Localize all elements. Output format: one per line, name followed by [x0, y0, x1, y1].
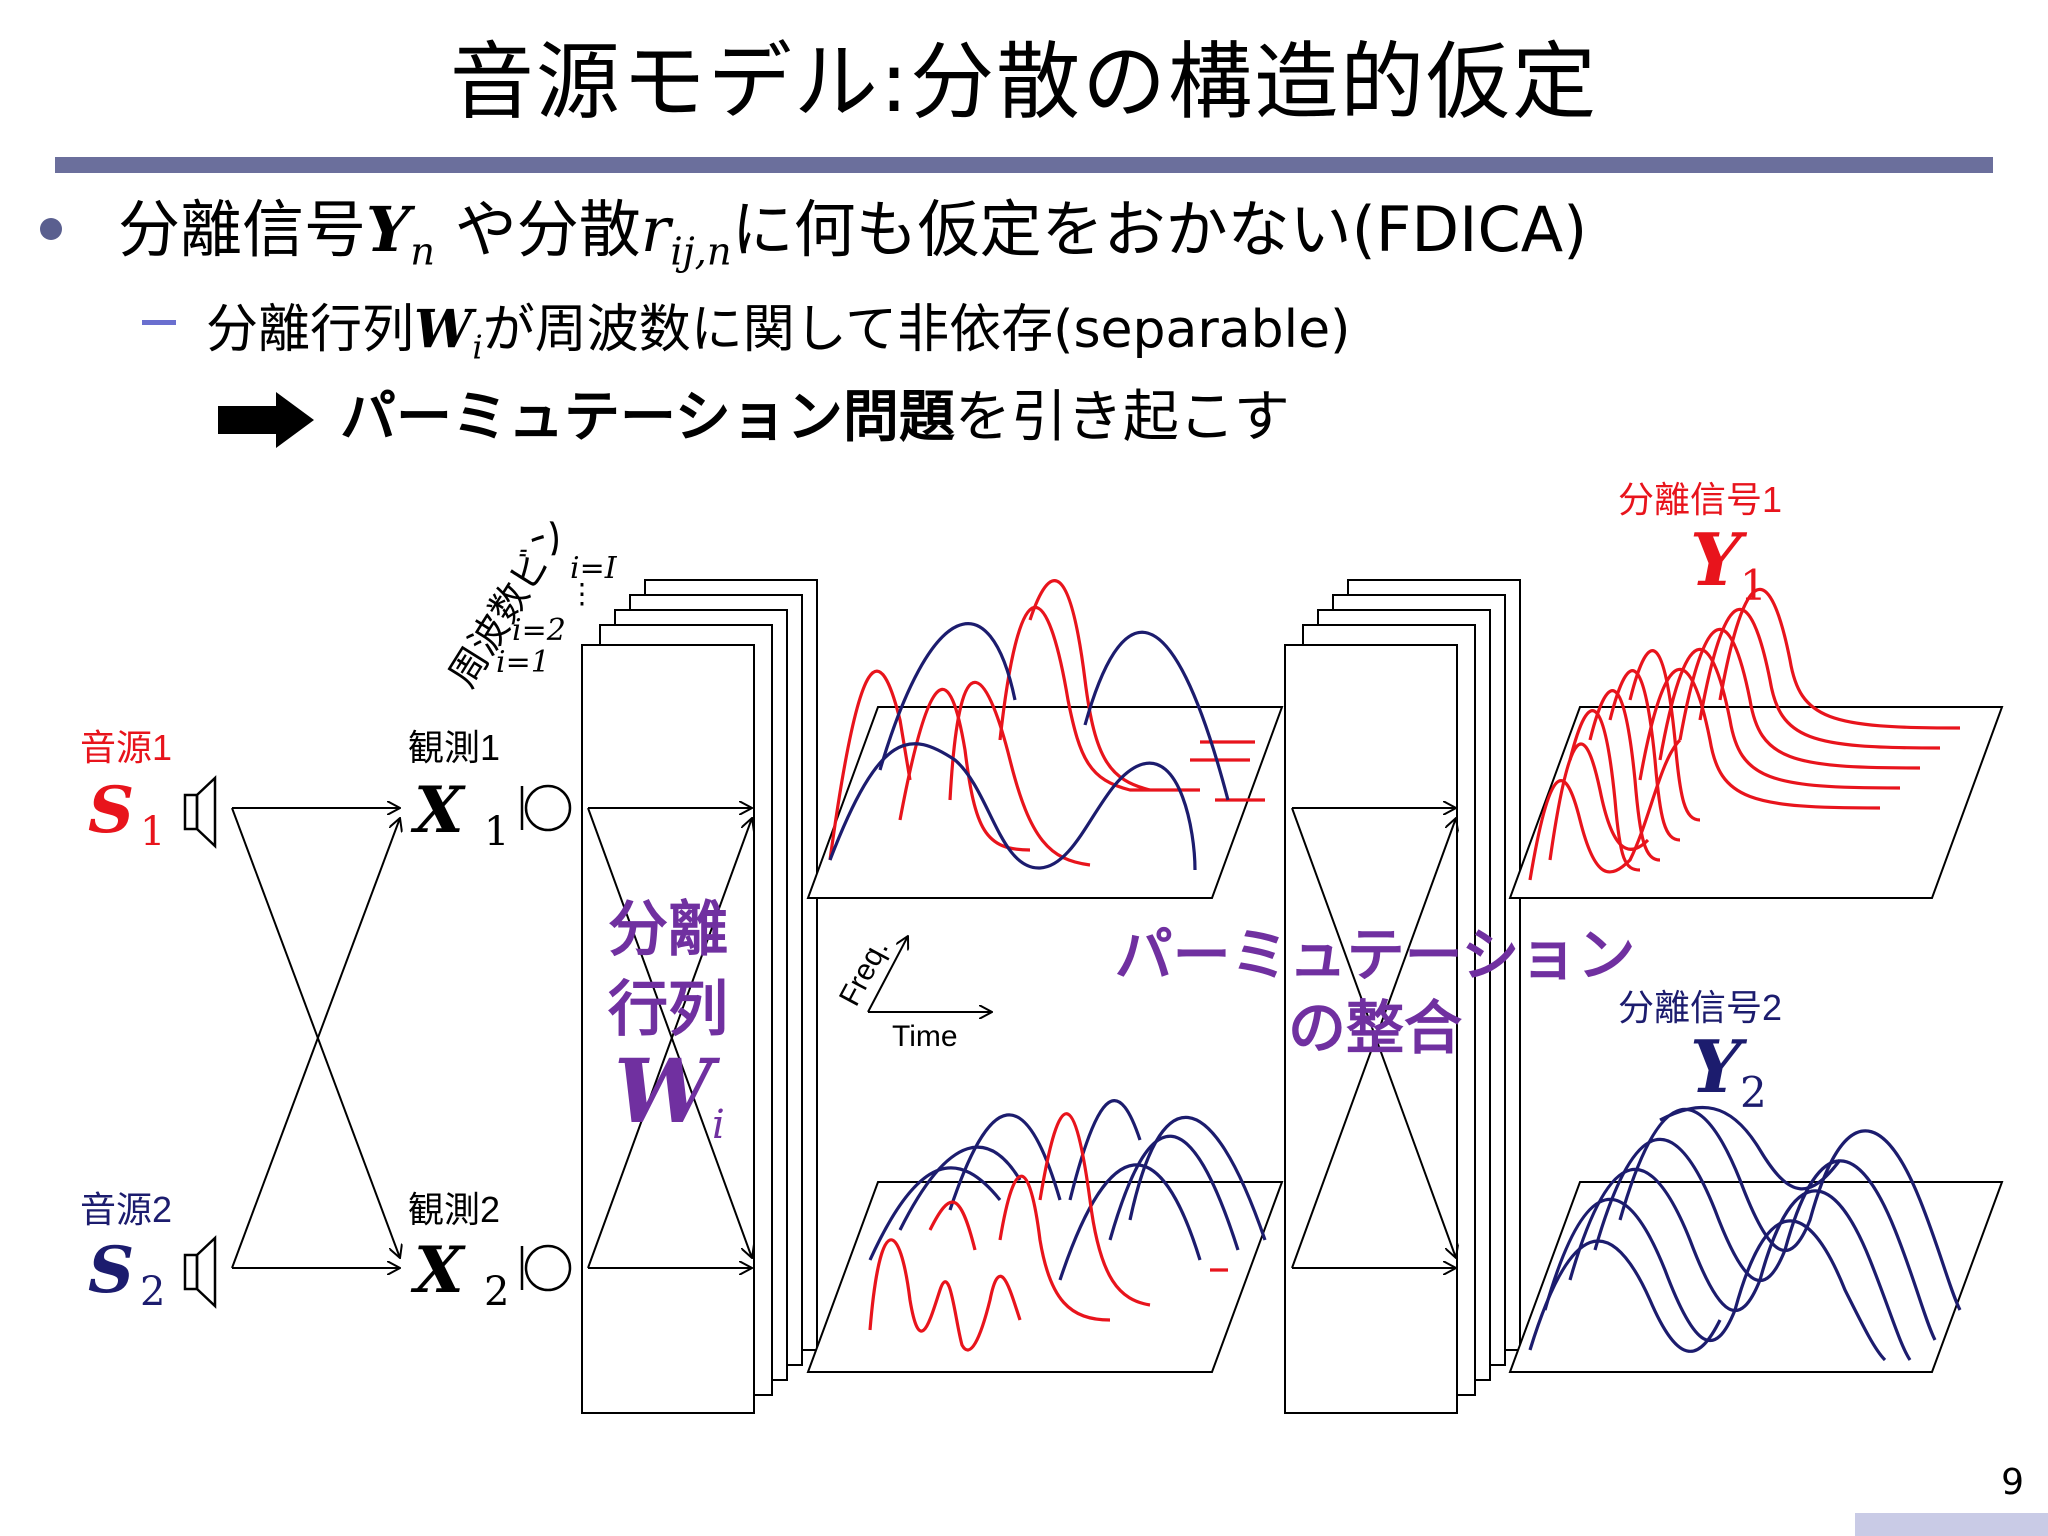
upper-output-plane — [806, 706, 1284, 899]
bullet1-pre: 分離信号 — [118, 193, 367, 266]
page-number: 9 — [2001, 1462, 2024, 1503]
obs1-label: 観測1 — [408, 727, 500, 768]
bullet-2: 分離行列Wiが周波数に関して非依存(separable) — [206, 296, 1350, 381]
y-subscript: n — [410, 229, 436, 275]
y2-symbol: Y — [1690, 1024, 1748, 1109]
bullet-1: 分離信号Yn や分散rij,nに何も仮定をおかない(FDICA) — [118, 190, 1587, 292]
microphone-icon — [520, 784, 572, 832]
sep-matrix-label-line2: 行列 — [608, 975, 728, 1045]
permutation-label-line1: パーミュテーション — [1115, 921, 1636, 989]
source1-subscript: 1 — [140, 809, 165, 855]
y-symbol: Y — [366, 193, 411, 266]
bin-dots: ⋮ — [568, 577, 596, 610]
obs1-symbol: X — [410, 773, 466, 848]
r-subscript: ij,n — [670, 229, 732, 275]
w-symbol: W — [414, 299, 473, 360]
unmixing-arrows — [587, 808, 752, 1268]
source2-label: 音源2 — [80, 1189, 172, 1230]
axis-time-label: Time — [892, 1020, 958, 1053]
microphone-icon — [520, 1244, 572, 1292]
upper-output-curves — [828, 579, 1265, 871]
y1-label: 分離信号1 — [1618, 479, 1782, 520]
source1-symbol: S — [88, 773, 134, 848]
source2-subscript: 2 — [140, 1269, 165, 1315]
speaker-icon — [183, 1235, 217, 1309]
obs2-label: 観測2 — [408, 1189, 500, 1230]
right-arrow-icon — [218, 392, 314, 448]
sep-matrix-subscript: i — [712, 1102, 725, 1148]
title-underline — [55, 157, 1993, 173]
axis-indicator — [867, 936, 992, 1012]
bullet2-pre: 分離行列 — [206, 300, 415, 360]
source1-label: 音源1 — [80, 727, 172, 768]
permutation-alignment-stack — [1284, 579, 1521, 1414]
lower-output-plane — [806, 1181, 1284, 1373]
bullet2-post: が周波数に関して非依存(separable) — [482, 300, 1351, 360]
slide-title: 音源モデル:分散の構造的仮定 — [449, 33, 1599, 131]
bullet1-post: に何も仮定をおかない(FDICA) — [731, 193, 1588, 266]
w-subscript: i — [472, 328, 483, 367]
speaker-icon — [183, 775, 217, 849]
permutation-problem-text: パーミュテーション問題 — [340, 385, 955, 450]
bin-iI-label: i=I — [570, 551, 618, 586]
permutation-label-line2: の整合 — [1288, 994, 1462, 1062]
dash-icon — [142, 320, 176, 325]
sep-matrix-label-line1: 分離 — [608, 895, 728, 965]
y1-symbol: Y — [1690, 517, 1748, 602]
source2-symbol: S — [88, 1233, 134, 1308]
separation-diagram: 音源1 S 1 音源2 S 2 観測1 X 1 観測2 X 2 周波数ビン i=… — [80, 479, 2004, 1414]
obs2-symbol: X — [410, 1233, 466, 1308]
corner-decoration — [1855, 1513, 2048, 1536]
lower-output-curves — [868, 1099, 1267, 1352]
mixing-arrows — [231, 808, 400, 1268]
axis-freq-label: Freq. — [833, 934, 895, 1011]
sep-matrix-symbol: W — [614, 1039, 721, 1143]
bin-i2-label: i=2 — [512, 613, 566, 648]
y1-curves — [1528, 587, 1961, 881]
obs1-subscript: 1 — [484, 809, 509, 855]
y1-subscript: 1 — [1740, 561, 1767, 610]
bullet3-rest: を引き起こす — [954, 385, 1290, 450]
obs2-subscript: 2 — [484, 1269, 509, 1315]
bullet-3: パーミュテーション問題を引き起こす — [340, 382, 1290, 454]
bullet-icon — [40, 218, 62, 240]
alignment-arrows — [1291, 808, 1456, 1268]
r-symbol: r — [640, 193, 671, 266]
y2-curves — [1528, 1105, 1962, 1362]
y1-plane — [1508, 706, 2004, 899]
y2-subscript: 2 — [1740, 1068, 1767, 1117]
bin-i1-label: i=1 — [496, 645, 550, 680]
bullet1-mid: や分散 — [454, 193, 641, 266]
y2-plane — [1508, 1181, 2004, 1373]
y2-label: 分離信号2 — [1618, 987, 1782, 1028]
